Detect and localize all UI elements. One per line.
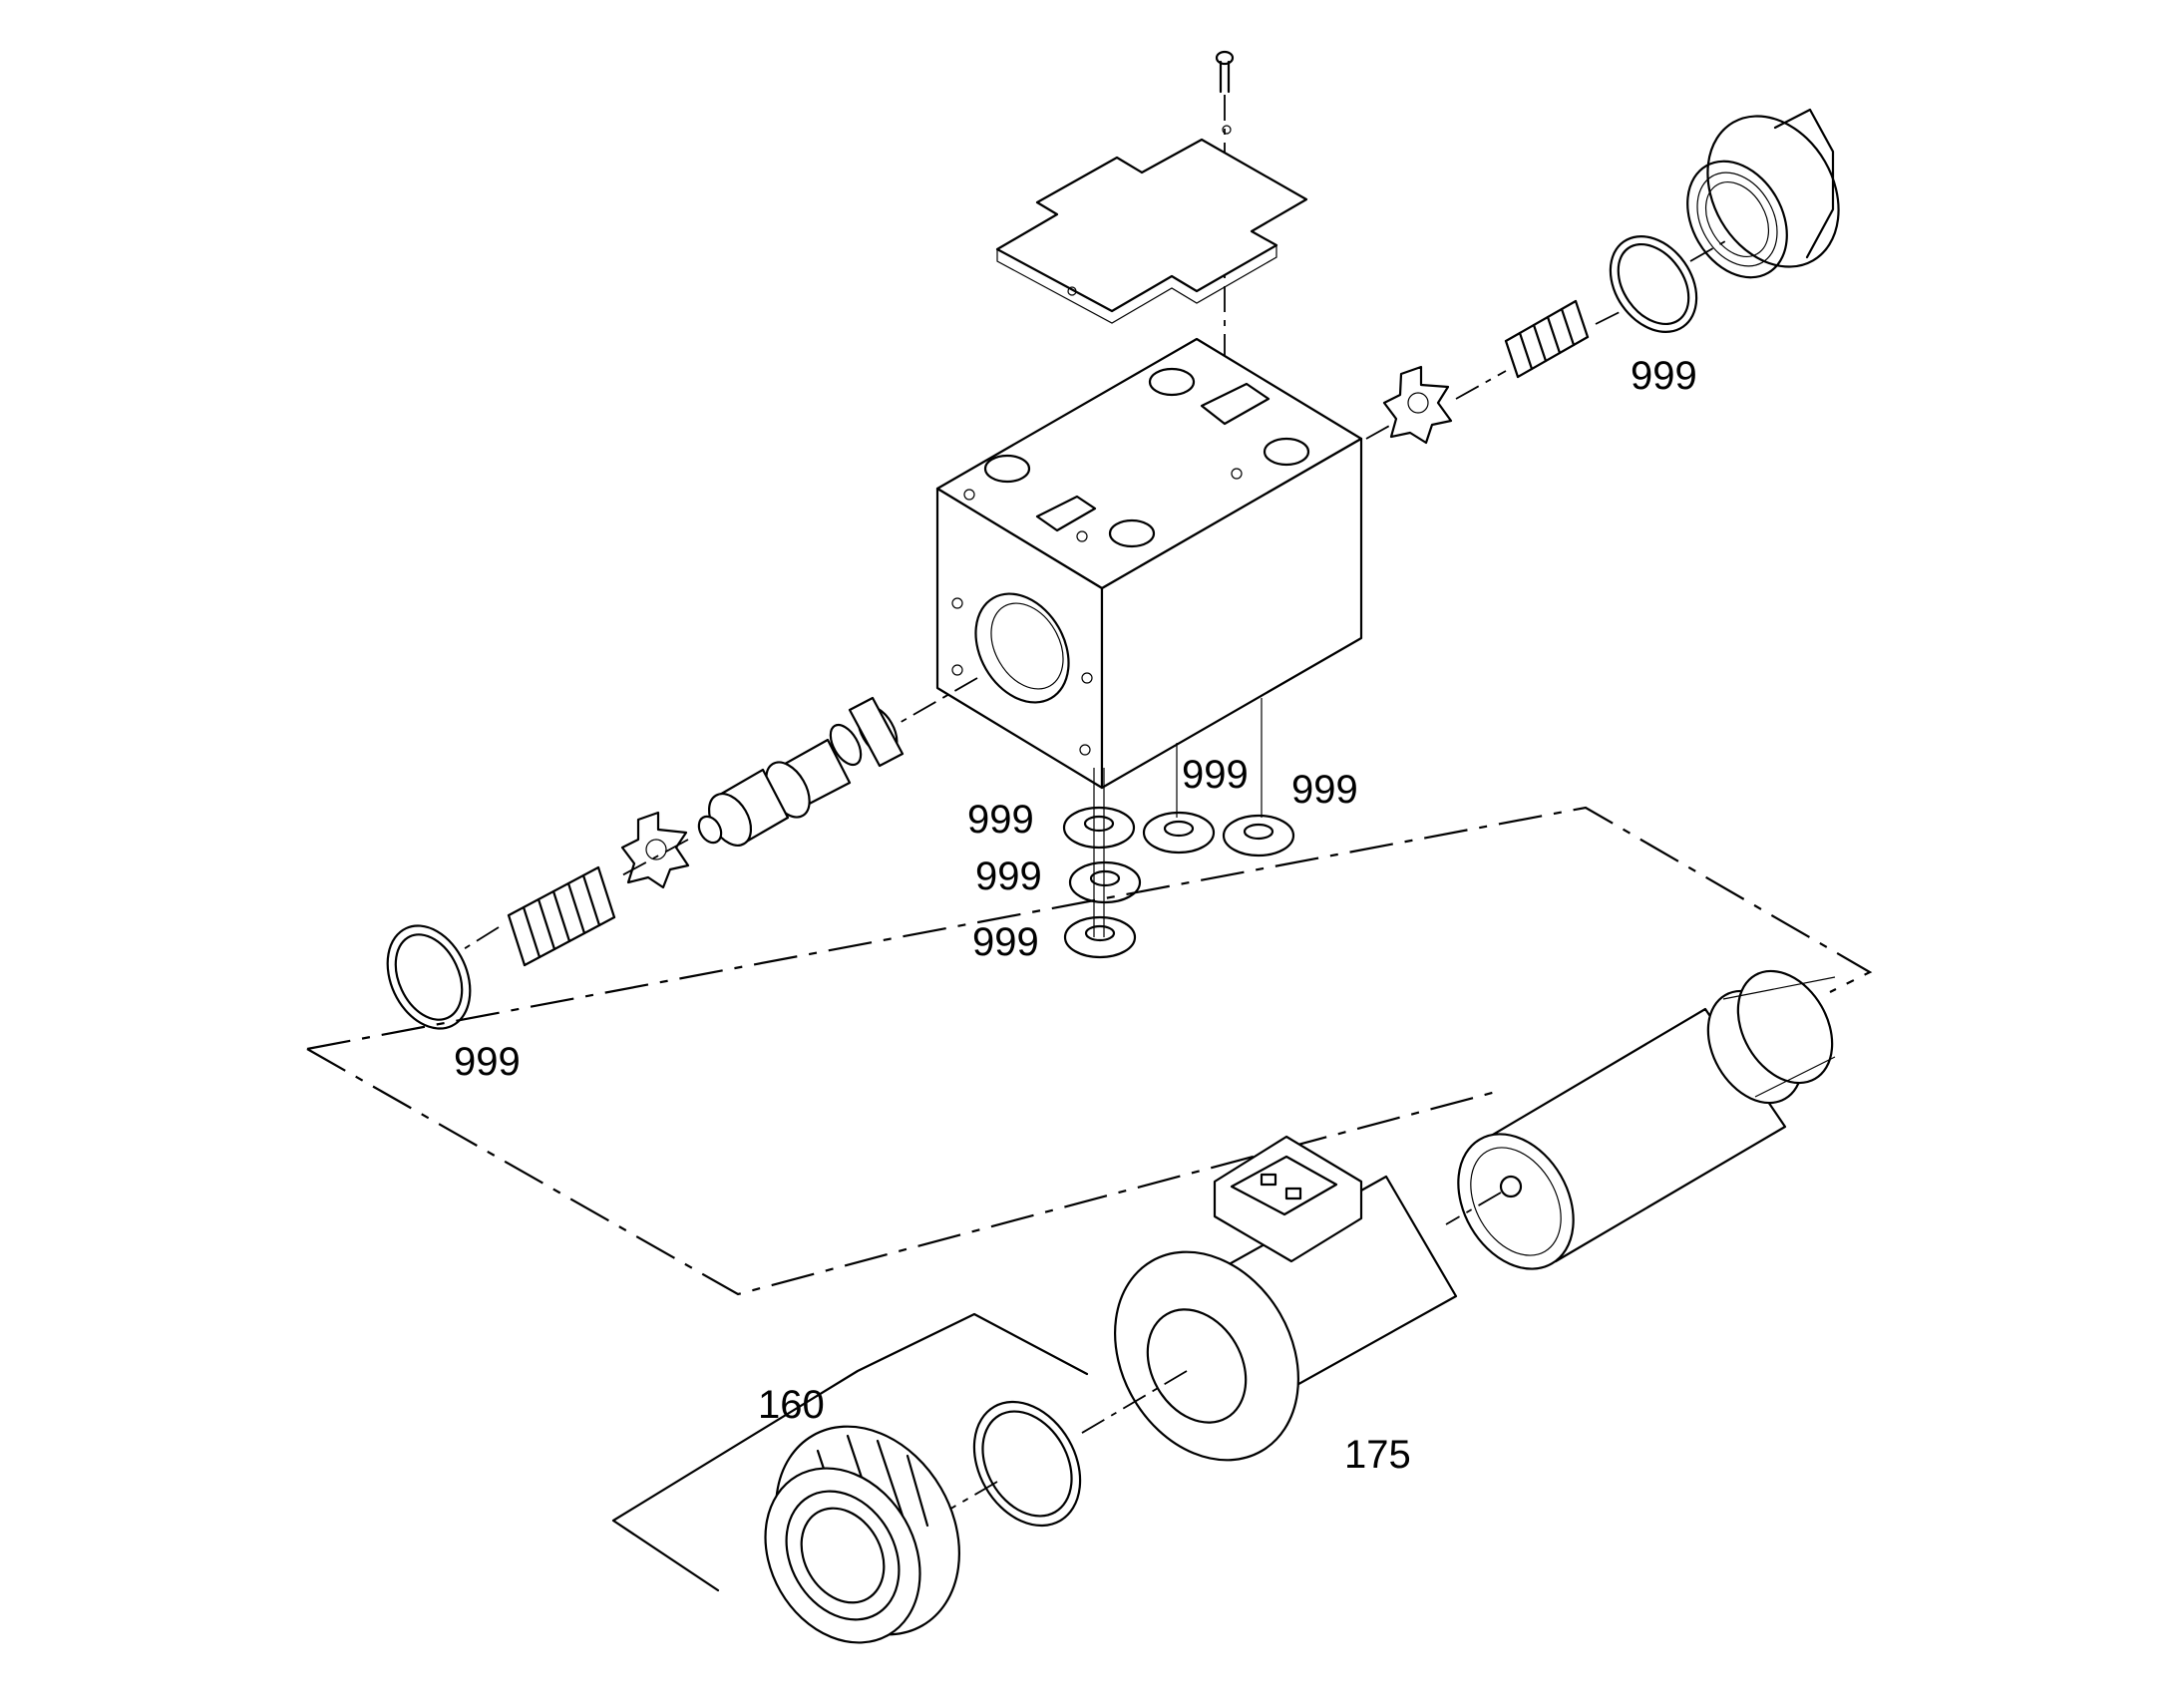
assembly-bracket xyxy=(306,806,1873,1296)
label-seal-left: 999 xyxy=(454,1040,521,1084)
label-washer-e: 999 xyxy=(972,920,1039,964)
label-washer-b: 999 xyxy=(1182,753,1249,797)
left-o-ring: 999 xyxy=(386,924,521,1084)
washer xyxy=(1068,860,1142,904)
washer xyxy=(1063,915,1137,959)
nut-o-ring xyxy=(946,1400,1082,1528)
label-washer-c: 999 xyxy=(1291,768,1358,812)
washer xyxy=(1222,814,1295,857)
right-end-plug xyxy=(1686,108,1840,279)
washer xyxy=(1062,806,1136,850)
left-spring-seat xyxy=(620,811,690,889)
left-spring xyxy=(507,839,689,967)
label-washer-a: 999 xyxy=(967,798,1034,842)
label-washer-d: 999 xyxy=(975,854,1042,898)
mounting-screw xyxy=(1215,50,1235,379)
coil-nut xyxy=(764,1425,960,1644)
valve-spool xyxy=(697,677,978,847)
right-spring xyxy=(1455,299,1590,400)
label-coil: 175 xyxy=(1344,1433,1411,1477)
solenoid-tube xyxy=(1445,969,1836,1270)
washer-set: 999 999 999 999 999 xyxy=(967,698,1358,964)
valve-block xyxy=(935,337,1363,790)
right-o-ring: 999 xyxy=(1595,235,1698,398)
label-seal-top-right: 999 xyxy=(1631,354,1697,398)
label-nut: 160 xyxy=(758,1383,825,1427)
gasket-plate xyxy=(995,125,1308,324)
solenoid-coil: 175 xyxy=(1076,1135,1458,1477)
nut-leader-bracket xyxy=(611,1312,1089,1592)
right-spring-seat xyxy=(1365,365,1453,445)
washer xyxy=(1142,811,1216,854)
